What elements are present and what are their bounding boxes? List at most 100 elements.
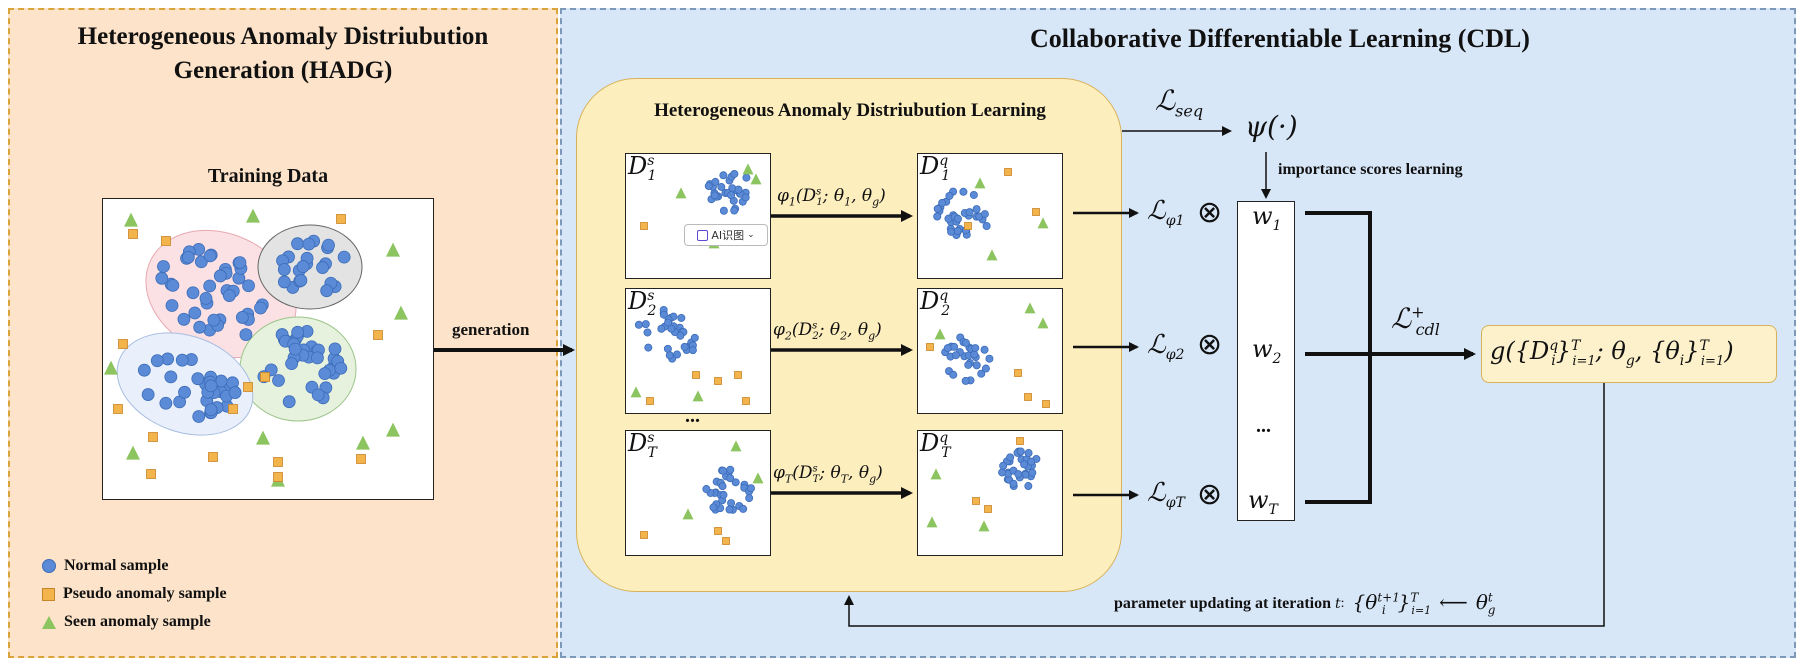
normal-sample-point [254, 301, 267, 315]
pseudo-anomaly-point [228, 404, 238, 414]
pseudo-anomaly-point [161, 236, 171, 246]
loss-phi-T: ℒφT [1147, 478, 1185, 512]
hadg-title: Heterogeneous Anomaly Distriubution Gene… [18, 20, 548, 88]
seen-anomaly-point [692, 390, 704, 402]
global-model-expression: g({Dqi}Ti=1; θg, {θi}Ti=1) [1490, 337, 1734, 369]
pseudo-anomaly-point [646, 397, 654, 405]
normal-sample-point [207, 313, 221, 327]
normal-sample-point [178, 385, 191, 399]
chevron-down-icon: ⌄ [747, 230, 755, 240]
seen-anomaly-point [386, 422, 400, 437]
seen-anomaly-point [1024, 302, 1036, 314]
normal-sample-point [318, 367, 332, 381]
query-plot-1 [917, 153, 1063, 279]
normal-sample-point [664, 318, 673, 327]
otimes-1: ⊗ [1197, 195, 1223, 230]
pseudo-anomaly-point [1016, 437, 1024, 445]
normal-sample-point [665, 351, 674, 360]
global-model-box [1481, 325, 1777, 383]
loss-phi-2: ℒφ2 [1147, 330, 1185, 364]
normal-sample-point [1009, 479, 1018, 488]
normal-sample-point [294, 274, 308, 287]
seen-anomaly-point [1037, 217, 1049, 229]
legend-seen-label: Seen anomaly sample [64, 613, 211, 630]
normal-sample-point [972, 205, 981, 214]
seen-anomaly-point [974, 177, 986, 189]
update-annotation: parameter updating at iteration t : {θt+… [1114, 590, 1495, 617]
hadg-title-line2: Generation (HADG) [173, 57, 393, 84]
weight-1: w1 [1252, 202, 1282, 234]
pseudo-anomaly-point [273, 457, 283, 467]
scan-icon [697, 229, 709, 241]
normal-sample-point [277, 263, 291, 276]
seen-anomaly-point [675, 187, 687, 199]
importance-label: importance scores learning [1278, 161, 1463, 178]
normal-sample-point [719, 171, 728, 180]
normal-sample-point [188, 306, 202, 320]
normal-sample-point [288, 342, 302, 356]
pseudo-anomaly-icon [42, 587, 55, 601]
normal-sample-point [328, 342, 342, 356]
pseudo-anomaly-point [1004, 168, 1012, 176]
normal-sample-point [965, 208, 974, 217]
normal-sample-point [933, 212, 942, 221]
pseudo-anomaly-point [128, 229, 138, 239]
normal-sample-point [277, 275, 291, 289]
pseudo-anomaly-point [964, 222, 972, 230]
normal-sample-point [233, 256, 247, 270]
seq-loss: ℒseq [1155, 84, 1204, 121]
normal-sample-point [213, 269, 227, 283]
normal-sample-point [164, 370, 178, 384]
pseudo-anomaly-point [714, 527, 722, 535]
phi-label-2: φ2(Ds2; θ2, θg) [773, 320, 882, 343]
pseudo-anomaly-point [118, 339, 128, 349]
normal-sample-point [1028, 468, 1037, 477]
ai-recognition-tag[interactable]: AI识图 ⌄ [684, 224, 768, 246]
pseudo-anomaly-point [356, 454, 366, 464]
normal-sample-point [688, 346, 697, 355]
pseudo-anomaly-point [148, 432, 158, 442]
seen-anomaly-point [124, 212, 138, 227]
pseudo-anomaly-point [273, 472, 283, 482]
normal-sample-point [945, 191, 954, 200]
feedback-arrow [844, 383, 1605, 627]
weight-T: wT [1248, 486, 1278, 518]
normal-sample-point [1024, 449, 1033, 458]
seen-anomaly-icon [42, 615, 56, 629]
normal-sample-point [719, 206, 728, 215]
normal-sample-point [239, 328, 253, 341]
pseudo-anomaly-point [984, 505, 992, 513]
normal-sample-point [137, 363, 151, 377]
normal-sample-point [709, 503, 718, 512]
normal-sample-point [337, 250, 351, 264]
normal-sample-point [228, 386, 242, 399]
normal-sample-point [727, 191, 736, 200]
legend-pseudo: Pseudo anomaly sample [42, 580, 227, 608]
normal-sample-point [165, 299, 179, 312]
normal-sample-point [734, 185, 743, 194]
otimes-2: ⊗ [1197, 327, 1223, 362]
normal-sample-point [1020, 460, 1029, 469]
seen-anomaly-point [386, 242, 400, 257]
seen-anomaly-point [126, 445, 140, 460]
seen-anomaly-point [1037, 317, 1049, 329]
normal-sample-point [711, 177, 720, 186]
hadg-title-line1: Heterogeneous Anomaly Distriubution [77, 23, 489, 50]
pseudo-anomaly-point [972, 497, 980, 505]
normal-sample-point [953, 226, 962, 235]
normal-sample-point [971, 344, 980, 353]
pseudo-anomaly-point [208, 452, 218, 462]
generation-label: generation [452, 320, 530, 339]
seen-anomaly-point [730, 440, 742, 452]
normal-sample-point [961, 376, 970, 385]
pseudo-anomaly-point [336, 214, 346, 224]
pseudo-anomaly-point [1032, 208, 1040, 216]
update-colon: : [1340, 595, 1345, 611]
normal-sample-point [1024, 482, 1033, 491]
otimes-T: ⊗ [1197, 477, 1223, 512]
seen-anomaly-point [750, 173, 762, 185]
normal-sample-point [193, 320, 207, 334]
seen-anomaly-point [682, 508, 694, 520]
pseudo-anomaly-point [734, 371, 742, 379]
phi-label-1: φ1(Ds1; θ1, θg) [777, 186, 886, 209]
